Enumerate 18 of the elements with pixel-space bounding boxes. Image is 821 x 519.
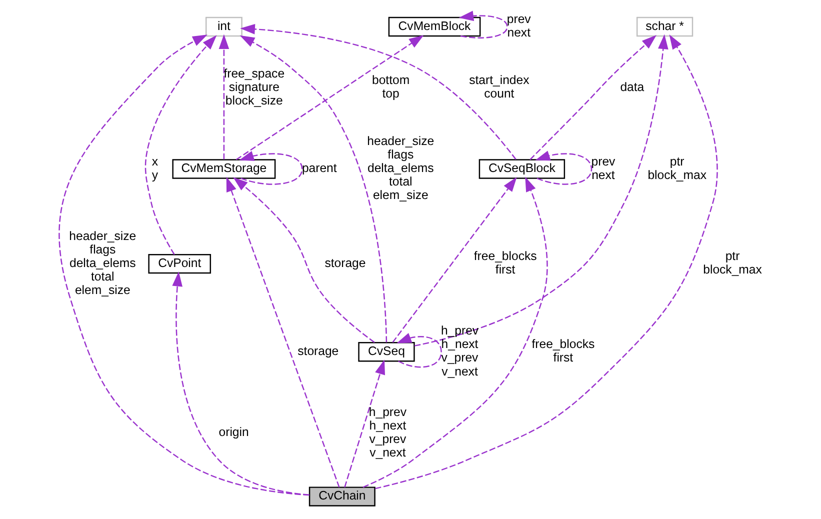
edge-label: prev next [506,12,531,40]
edge-label: ptr block_max [648,154,706,182]
edge-label: header_size flags delta_elems total elem_size [69,228,136,297]
edge-label: free_blocks first [532,337,595,365]
edge-label: origin [218,425,249,440]
edge-label: storage [324,256,366,270]
edge-label: bottom top [372,73,410,101]
edge-label: prev next [591,154,616,182]
edge-label: x y [152,154,158,182]
edge-label: data [620,80,644,94]
edge-label: header_size flags delta_elems total elem_size [367,134,434,202]
edge-label: h_prev h_next v_prev v_next [368,404,407,460]
edge-label: parent [302,161,337,176]
edge-label: free_blocks first [474,249,537,277]
edge-label: start_index count [469,73,530,101]
edge-label: storage [298,344,339,358]
edge-label: free_space signature block_size [224,66,285,108]
edge-label: ptr block_max [703,249,762,277]
